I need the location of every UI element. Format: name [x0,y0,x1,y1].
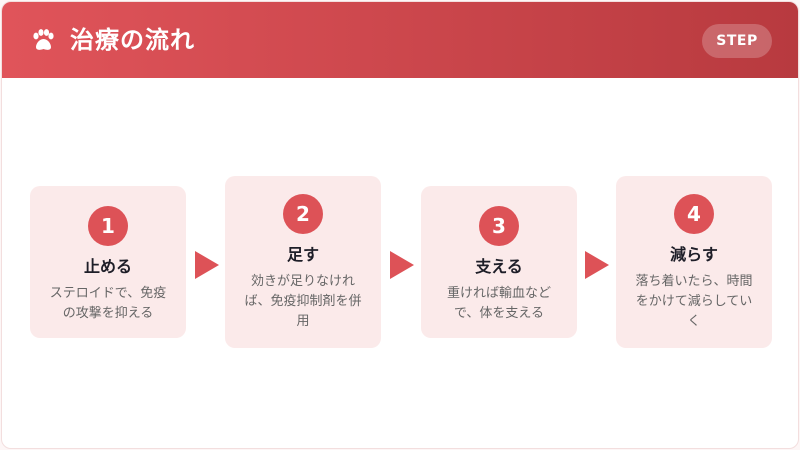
page-title: 治療の流れ [70,26,195,54]
step-badge: STEP [702,24,772,58]
step-number-badge: 3 [479,206,519,246]
step-card-4: 4 減らす 落ち着いたら、時間をかけて減らしていく [616,176,772,348]
arrow-right-icon [390,251,414,279]
step-description: 落ち着いたら、時間をかけて減らしていく [635,274,753,329]
step-number-badge: 2 [283,194,323,234]
step-title: 止める [83,257,132,276]
step-description: 効きが足りなければ、免疫抑制剤を併用 [244,274,362,329]
step-description: ステロイドで、免疫の攻撃を抑える [49,286,167,321]
step-card-2: 2 足す 効きが足りなければ、免疫抑制剤を併用 [225,176,381,348]
paw-icon [33,29,54,50]
step-title: 足す [286,245,319,264]
step-card-3: 3 支える 重ければ輸血などで、体を支える [421,186,577,338]
step-card-1: 1 止める ステロイドで、免疫の攻撃を抑える [30,186,186,338]
step-number-badge: 4 [674,194,714,234]
step-title: 支える [475,257,523,276]
step-title: 減らす [670,245,718,264]
step-number-badge: 1 [88,206,128,246]
arrow-right-icon [585,251,609,279]
arrow-right-icon [195,251,219,279]
header-bar: 治療の流れ STEP [2,2,798,78]
step-description: 重ければ輸血などで、体を支える [446,286,551,321]
